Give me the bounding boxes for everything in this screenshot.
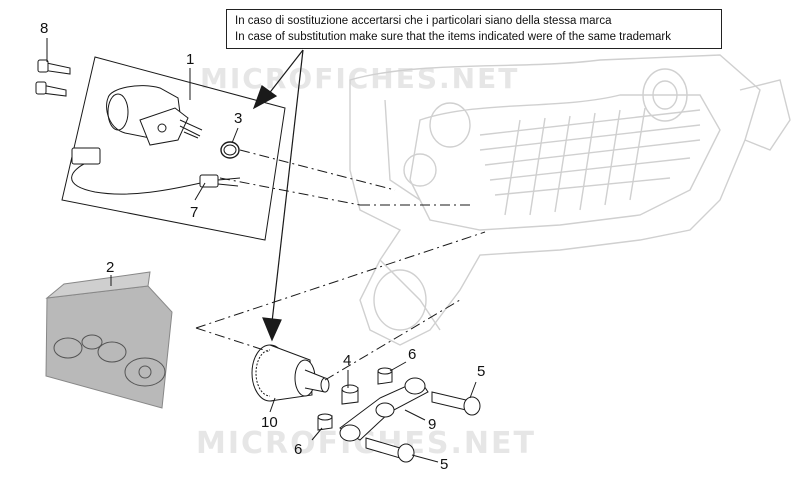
bushings	[317, 367, 393, 431]
callout-5-lower[interactable]: 5	[440, 456, 449, 473]
note-line-italian: In caso di sostituzione accertarsi che i…	[235, 15, 612, 27]
substitution-note: In caso di sostituzione accertarsi che i…	[226, 9, 722, 49]
callout-6-upper[interactable]: 6	[408, 346, 417, 363]
gasket-kit-bag	[45, 271, 173, 409]
callout-6-lower[interactable]: 6	[294, 441, 303, 458]
alignment-lines	[195, 149, 486, 381]
callout-10[interactable]: 10	[261, 414, 278, 431]
note-line-english: In case of substitution make sure that t…	[235, 31, 671, 43]
callout-3[interactable]: 3	[234, 110, 243, 127]
leader-lines	[46, 38, 477, 463]
note-arrows	[252, 49, 304, 342]
callout-1[interactable]: 1	[186, 51, 195, 68]
starter-motor-group	[61, 56, 286, 241]
starter-drive-group	[251, 344, 330, 402]
callout-7[interactable]: 7	[190, 204, 199, 221]
bolts-8	[35, 59, 71, 97]
callout-5-upper[interactable]: 5	[477, 363, 486, 380]
callout-2[interactable]: 2	[106, 259, 115, 276]
screws-5	[365, 391, 481, 463]
engine-casing-outline	[349, 54, 791, 346]
callout-4[interactable]: 4	[343, 352, 352, 369]
callout-9[interactable]: 9	[428, 416, 437, 433]
watermark-top: MICROFICHES.NET	[200, 62, 520, 95]
callout-8[interactable]: 8	[40, 20, 49, 37]
support-bracket	[339, 377, 429, 442]
